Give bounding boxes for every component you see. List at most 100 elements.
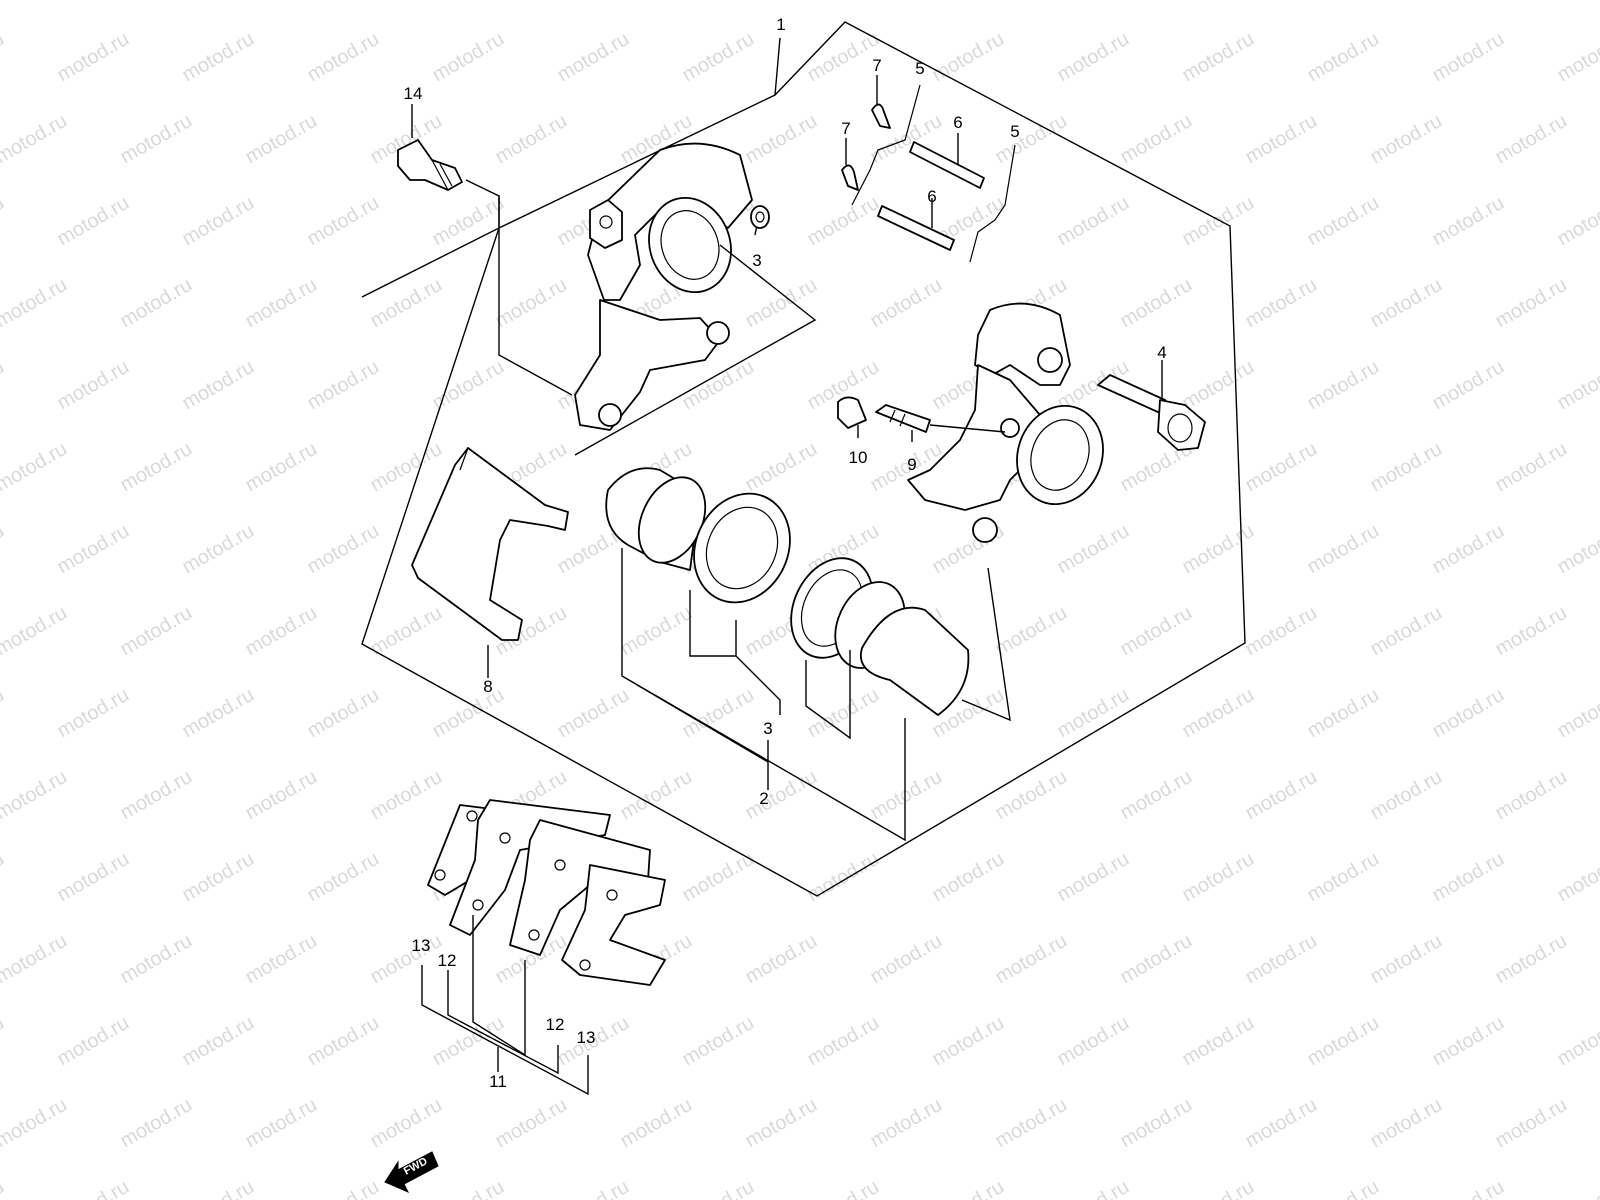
watermark-text: motod.ru [0,274,71,333]
pad-spring-5-right [969,144,1016,263]
callout-7-upper: 7 [872,56,881,75]
watermark-text: motod.ru [0,520,8,579]
watermark-text: motod.ru [617,602,696,661]
watermark-text: motod.ru [617,1094,696,1153]
pad-leaders [421,915,589,1096]
watermark-text: motod.ru [1554,1176,1600,1200]
watermark-text: motod.ru [117,1094,196,1153]
watermark-text: motod.ru [1492,274,1571,333]
watermark-text: motod.ru [1367,766,1446,825]
watermark-text: motod.ru [742,438,821,497]
watermark-text: motod.ru [117,438,196,497]
watermark-text: motod.ru [1429,1012,1508,1071]
watermark-text: motod.ru [0,110,71,169]
watermark-text: motod.ru [0,684,8,743]
watermark-text: motod.ru [0,1094,71,1153]
callout-11: 11 [489,1072,507,1091]
watermark-text: motod.ru [1429,848,1508,907]
watermark-text: motod.ru [867,274,946,333]
watermark-text: motod.ru [429,28,508,87]
watermark-text: motod.ru [867,766,946,825]
watermark-text: motod.ru [179,684,258,743]
watermark-text: motod.ru [867,930,946,989]
callout-3-seals: 3 [763,719,772,738]
watermark-text: motod.ru [804,28,883,87]
callout-4: 4 [1157,343,1166,362]
watermark-text: motod.ru [1117,766,1196,825]
clip-7-lower [841,164,859,191]
watermark-text: motod.ru [1117,0,1196,4]
watermark-text: motod.ru [117,274,196,333]
watermark-text: motod.ru [1304,356,1383,415]
piston-leaders [621,548,906,842]
watermark-text: motod.ru [679,684,758,743]
watermark-text: motod.ru [992,1094,1071,1153]
watermark-text: motod.ru [1304,684,1383,743]
piston-set [605,467,970,716]
bleeder-valve-9 [875,404,931,433]
watermark-text: motod.ru [1179,1176,1258,1200]
watermark-text: motod.ru [1054,848,1133,907]
watermark-text: motod.ru [679,356,758,415]
watermark-text: motod.ru [54,520,133,579]
watermark-text: motod.ru [1429,356,1508,415]
watermark-text: motod.ru [1242,602,1321,661]
watermark-text: motod.ru [54,1012,133,1071]
watermark-text: motod.ru [742,0,821,4]
watermark-text: motod.ru [554,1176,633,1200]
watermark-text: motod.ru [679,28,758,87]
watermark-text: motod.ru [679,1012,758,1071]
pad-spring-5-left [851,84,921,206]
watermark-text: motod.ru [1554,28,1600,87]
washer-3 [750,205,770,229]
watermark-text: motod.ru [554,684,633,743]
watermark-text: motod.ru [1492,1094,1571,1153]
watermark-text: motod.ru [179,520,258,579]
watermark-text: motod.ru [0,766,71,825]
watermark-text: motod.ru [617,0,696,4]
watermark-text: motod.ru [179,192,258,251]
watermark-text: motod.ru [1367,930,1446,989]
watermark-text: motod.ru [54,356,133,415]
watermark-text: motod.ru [742,110,821,169]
watermark-text: motod.ru [1367,274,1446,333]
watermark-text: motod.ru [1304,520,1383,579]
watermark-text: motod.ru [1367,1094,1446,1153]
callout-13-left: 13 [412,936,431,955]
watermark-text: motod.ru [367,0,446,4]
watermark-text: motod.ru [492,1094,571,1153]
watermark-text: motod.ru [1554,684,1600,743]
watermark-text: motod.ru [304,520,383,579]
watermark-text: motod.ru [1492,0,1571,4]
watermark-text: motod.ru [179,1176,258,1200]
watermark-text: motod.ru [179,28,258,87]
watermark-text: motod.ru [117,766,196,825]
watermark-text: motod.ru [367,1094,446,1153]
watermark-text: motod.ru [617,766,696,825]
watermark-text: motod.ru [0,1012,8,1071]
watermark-text: motod.ru [1117,274,1196,333]
watermark-text: motod.ru [992,0,1071,4]
watermark-text: motod.ru [304,848,383,907]
watermark-text: motod.ru [54,848,133,907]
watermark-text: motod.ru [1242,274,1321,333]
watermark-text: motod.ru [179,356,258,415]
watermark-text: motod.ru [1304,28,1383,87]
watermark-text: motod.ru [1492,766,1571,825]
watermark-text: motod.ru [1117,1094,1196,1153]
brake-pad-set [427,799,666,986]
watermark-text: motod.ru [1117,930,1196,989]
watermark-text: motod.ru [54,1176,133,1200]
watermark-text: motod.ru [367,438,446,497]
watermark-text: motod.ru [1554,356,1600,415]
watermark-text: motod.ru [742,930,821,989]
watermark-text: motod.ru [1242,0,1321,4]
watermark-text: motod.ru [304,1176,383,1200]
callout-12-right: 12 [546,1015,565,1034]
watermark-text: motod.ru [0,602,71,661]
watermark-text: motod.ru [0,0,71,4]
callout-7-lower: 7 [841,119,850,138]
watermark-text: motod.ru [1054,520,1133,579]
watermark-text: motod.ru [1054,1012,1133,1071]
callout-14: 14 [404,84,423,103]
